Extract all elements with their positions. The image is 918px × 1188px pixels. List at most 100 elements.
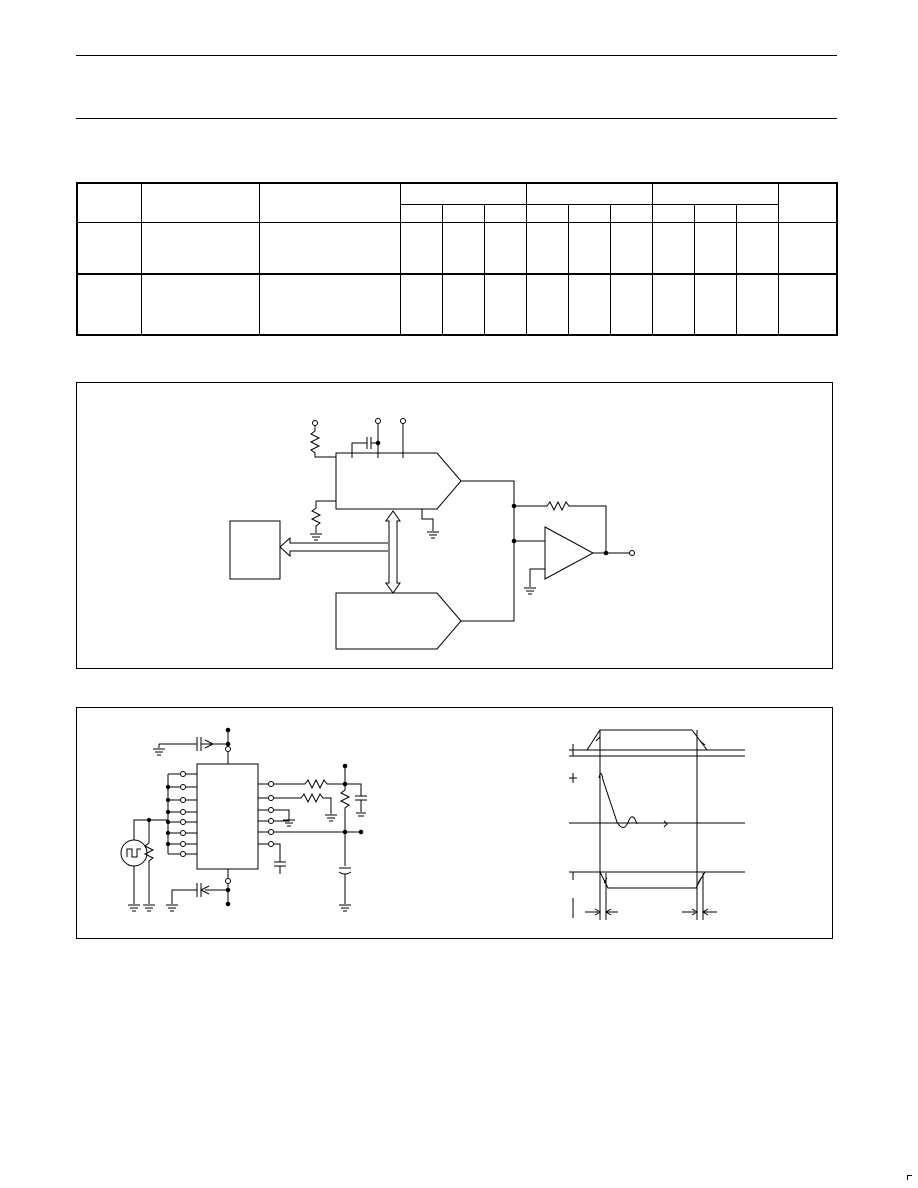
table-cell bbox=[735, 273, 779, 336]
load-capacitor bbox=[345, 783, 367, 817]
header-cell-parameter bbox=[140, 182, 260, 223]
table-cell bbox=[693, 222, 737, 275]
junction-dot bbox=[165, 841, 171, 847]
bypass-capacitor bbox=[338, 832, 352, 912]
pin-node bbox=[268, 841, 274, 847]
pin-lead bbox=[185, 773, 197, 855]
figure-test-circuit-and-timing bbox=[76, 707, 833, 939]
table-cell bbox=[651, 222, 695, 275]
figure-application-circuit bbox=[76, 382, 833, 669]
coupling-capacitor bbox=[159, 737, 228, 751]
settling-waveform bbox=[598, 773, 638, 828]
pulldown-resistor bbox=[310, 500, 336, 533]
sub-header-cell bbox=[441, 204, 485, 223]
pin-node bbox=[268, 807, 274, 813]
table-cell bbox=[609, 273, 653, 336]
delay-arrow bbox=[585, 908, 618, 916]
pin-node bbox=[225, 746, 231, 752]
pin-node bbox=[225, 878, 231, 884]
table-row bbox=[76, 222, 838, 275]
decoupling-wire bbox=[351, 442, 367, 458]
ground-wire bbox=[421, 509, 434, 531]
header-cell-symbol bbox=[76, 182, 142, 223]
sub-header-cell bbox=[399, 204, 443, 223]
table-cell bbox=[140, 222, 260, 275]
delay-arrow bbox=[682, 908, 717, 916]
table-cell bbox=[651, 273, 695, 336]
arrow-mark bbox=[199, 885, 210, 895]
timing-waveform-diagram bbox=[569, 729, 745, 920]
input-pulse-waveform bbox=[586, 729, 708, 751]
table-cell bbox=[441, 222, 485, 275]
load-resistor bbox=[274, 778, 345, 790]
slope-mark bbox=[595, 736, 706, 746]
terminal-node bbox=[400, 418, 406, 424]
termination-resistor bbox=[143, 820, 155, 912]
table-cell bbox=[399, 222, 443, 275]
header-rule-bottom bbox=[76, 118, 837, 119]
table-cell bbox=[525, 273, 569, 336]
processor-block bbox=[229, 520, 281, 580]
table-cell bbox=[777, 273, 838, 336]
table-cell bbox=[483, 222, 527, 275]
junction-dot bbox=[603, 550, 609, 556]
ground-symbol bbox=[310, 533, 322, 541]
output-pulse-waveform bbox=[599, 871, 706, 889]
group-header-cell bbox=[651, 182, 779, 205]
timing-capacitor bbox=[274, 843, 286, 874]
sub-header-cell bbox=[651, 204, 695, 223]
sub-header-cell bbox=[609, 204, 653, 223]
junction-dot bbox=[225, 901, 231, 907]
table-cell bbox=[525, 222, 569, 275]
ground-symbol bbox=[274, 809, 295, 827]
pin-node bbox=[268, 781, 274, 787]
arrow-mark bbox=[204, 739, 215, 749]
table-cell bbox=[140, 273, 260, 336]
table-cell bbox=[76, 222, 142, 275]
bus-arrow bbox=[385, 510, 401, 594]
generator-wire bbox=[133, 819, 168, 840]
table-cell bbox=[567, 222, 611, 275]
pin-lead bbox=[258, 783, 268, 845]
terminal-node bbox=[375, 418, 381, 424]
table-cell bbox=[441, 273, 485, 336]
junction-dot bbox=[165, 809, 171, 815]
table-cell bbox=[735, 222, 779, 275]
ground-wire bbox=[529, 568, 545, 587]
ground-symbol bbox=[153, 744, 165, 756]
timing-marker-line bbox=[599, 730, 704, 920]
header-cell-unit bbox=[777, 182, 838, 223]
junction-dot bbox=[358, 829, 364, 835]
opamp-symbol bbox=[544, 526, 595, 580]
junction-dot bbox=[165, 784, 171, 790]
table-row bbox=[76, 273, 838, 336]
bus-arrow bbox=[279, 536, 388, 558]
table-cell bbox=[567, 273, 611, 336]
terminal-node bbox=[312, 420, 318, 426]
junction-dot bbox=[165, 830, 171, 836]
arrow-mark bbox=[663, 820, 668, 828]
group-header-cell bbox=[525, 182, 653, 205]
output-resistor bbox=[339, 788, 351, 832]
output-wire bbox=[461, 480, 515, 622]
ground-symbol bbox=[524, 587, 536, 595]
table-cell bbox=[693, 273, 737, 336]
header-cell-conditions bbox=[258, 182, 401, 223]
table-cell bbox=[399, 273, 443, 336]
sub-header-cell bbox=[567, 204, 611, 223]
test-circuit-diagram bbox=[120, 727, 367, 912]
latch-block bbox=[335, 592, 462, 650]
junction-dot bbox=[225, 741, 231, 747]
ground-symbol bbox=[427, 531, 439, 539]
pin-node bbox=[268, 829, 274, 835]
decoupling-capacitor bbox=[366, 437, 372, 449]
header-rule-top bbox=[76, 55, 837, 56]
sub-header-cell bbox=[525, 204, 569, 223]
reference-resistor bbox=[274, 792, 337, 822]
group-header-cell bbox=[399, 182, 527, 205]
sub-header-cell bbox=[735, 204, 779, 223]
pulse-waveform-icon bbox=[126, 848, 141, 858]
slope-mark bbox=[603, 877, 702, 884]
page-corner-mark bbox=[907, 1175, 912, 1180]
